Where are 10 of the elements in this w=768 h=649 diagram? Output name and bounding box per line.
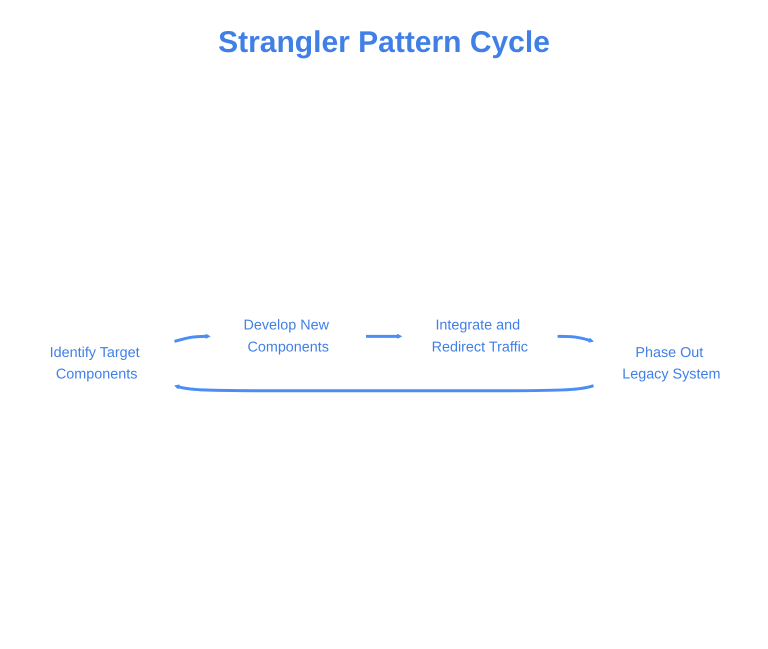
arrow <box>366 334 402 340</box>
node-text: Integrate and Redirect Traffic <box>432 317 528 355</box>
node-text: Identify Target Components <box>50 344 140 382</box>
node-text: Develop New Components <box>244 317 329 355</box>
arrow <box>174 384 594 392</box>
arrow <box>558 334 594 343</box>
cycle-diagram: Identify Target Components Develop New Components Integrate and Redirect Traffic Phase Out Legacy System <box>14 301 754 399</box>
arrow <box>174 334 211 343</box>
diagram-title: Strangler Pattern Cycle <box>217 26 551 60</box>
node-text: Phase Out Legacy System <box>622 344 720 382</box>
